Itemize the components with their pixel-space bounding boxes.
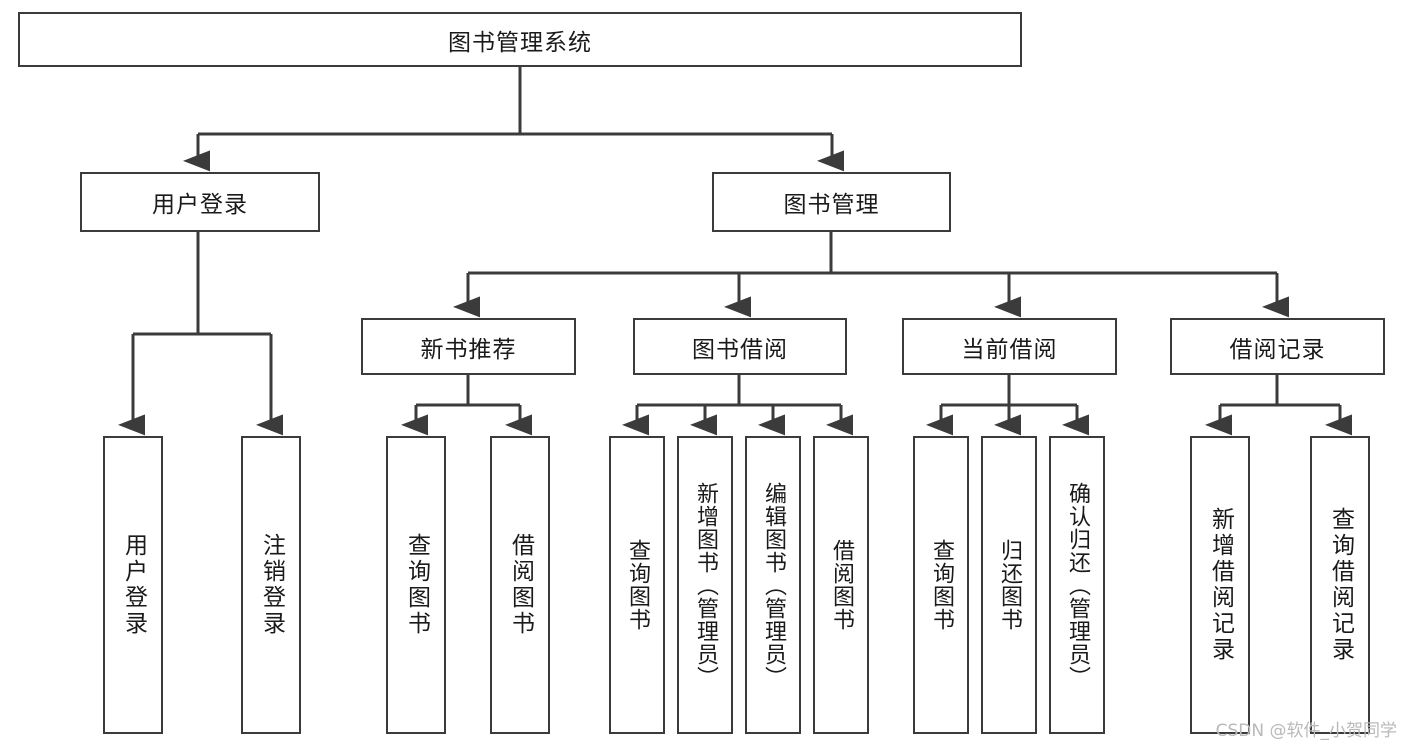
node-label: 归还图书 [997,539,1022,631]
leaf-new-book-query[interactable]: 查询图书 [386,436,446,734]
leaf-record-add[interactable]: 新增借阅记录 [1190,436,1250,734]
node-label: 图书管理 [783,192,880,218]
node-borrow-record[interactable]: 借阅记录 [1170,318,1385,375]
node-label: 用户登录 [120,533,147,637]
node-label: 借阅记录 [1229,336,1326,363]
node-label: 图书管理系统 [448,29,592,56]
leaf-user-login-logout[interactable]: 注销登录 [241,436,301,734]
leaf-current-confirm-return-admin[interactable]: 确认归还（管理员） [1049,436,1105,734]
csdn-watermark: CSDN @软件_小贺同学 [1215,721,1397,741]
node-label: 借阅图书 [507,533,534,637]
node-label: 新书推荐 [420,336,517,363]
leaf-current-return-book[interactable]: 归还图书 [981,436,1037,734]
node-new-book-recommend[interactable]: 新书推荐 [361,318,576,375]
node-label: 借阅图书 [829,539,854,631]
node-book-management[interactable]: 图书管理 [712,172,951,232]
node-label: 新增借阅记录 [1207,507,1234,663]
leaf-current-query-book[interactable]: 查询图书 [913,436,969,734]
node-user-login[interactable]: 用户登录 [80,172,320,232]
node-label: 确认归还（管理员） [1065,481,1090,689]
node-label: 查询图书 [403,533,430,637]
leaf-borrow-add-book-admin[interactable]: 新增图书（管理员） [677,436,733,734]
leaf-borrow-query-book[interactable]: 查询图书 [609,436,665,734]
node-label: 查询图书 [929,539,954,631]
node-current-borrow[interactable]: 当前借阅 [902,318,1117,375]
node-label: 查询图书 [625,539,650,631]
node-root-system[interactable]: 图书管理系统 [18,12,1022,67]
node-book-borrow[interactable]: 图书借阅 [633,318,847,375]
node-label: 新增图书（管理员） [693,481,718,689]
node-label: 图书借阅 [692,336,788,363]
node-label: 当前借阅 [961,336,1058,363]
node-label: 注销登录 [258,533,285,637]
node-label: 用户登录 [152,192,248,218]
leaf-user-login-login[interactable]: 用户登录 [103,436,163,734]
leaf-borrow-borrow-book[interactable]: 借阅图书 [813,436,869,734]
leaf-new-book-borrow[interactable]: 借阅图书 [490,436,550,734]
node-label: 查询借阅记录 [1327,507,1354,663]
leaf-record-query[interactable]: 查询借阅记录 [1310,436,1370,734]
leaf-borrow-edit-book-admin[interactable]: 编辑图书（管理员） [745,436,801,734]
node-label: 编辑图书（管理员） [761,481,786,689]
